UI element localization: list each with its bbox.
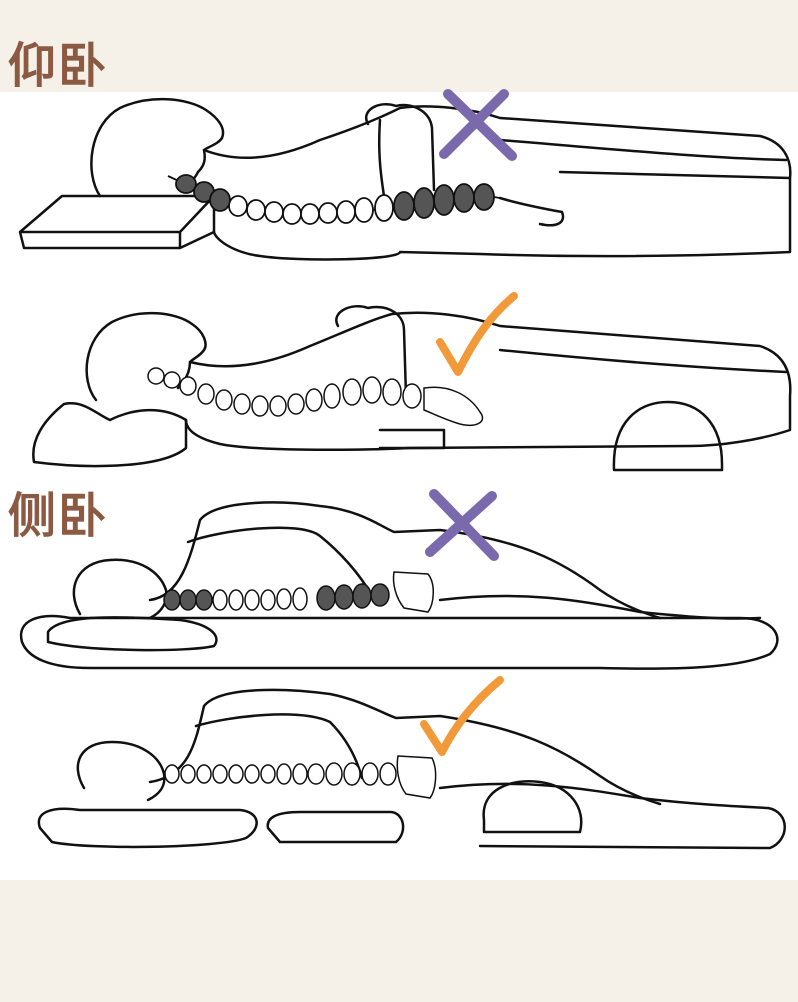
check-icon bbox=[436, 292, 518, 376]
wedge-pillow bbox=[18, 194, 216, 250]
chest-line bbox=[377, 118, 386, 198]
spine-side-correct bbox=[164, 755, 437, 799]
lumbar-roll bbox=[378, 428, 446, 450]
leg-line bbox=[498, 348, 788, 374]
hand-line bbox=[498, 196, 565, 227]
bed-mattress bbox=[19, 614, 779, 670]
section-title-side: 侧卧 bbox=[8, 488, 109, 544]
head-outline bbox=[72, 558, 168, 620]
head-outline bbox=[90, 97, 225, 198]
panel-supine-wrong bbox=[18, 97, 792, 261]
arm-line bbox=[365, 103, 436, 192]
bed-mattress bbox=[37, 807, 258, 849]
panel-supine-correct bbox=[32, 305, 792, 472]
arm-line bbox=[194, 713, 364, 780]
bottom-band bbox=[0, 880, 798, 1002]
check-icon bbox=[420, 676, 504, 756]
body-outline bbox=[148, 501, 662, 620]
body-outline bbox=[202, 105, 792, 261]
knee-roll bbox=[612, 400, 724, 472]
cross-icon bbox=[439, 89, 517, 161]
panel-side-wrong bbox=[19, 501, 779, 670]
spine-side-wrong bbox=[163, 571, 434, 613]
support-pillow bbox=[266, 810, 405, 844]
body-outline bbox=[148, 688, 662, 806]
illustration-area bbox=[0, 92, 798, 880]
section-title-supine: 仰卧 bbox=[8, 38, 109, 94]
contour-pillow bbox=[32, 402, 188, 468]
spine-supine-correct bbox=[147, 367, 484, 426]
body-outline bbox=[184, 311, 792, 452]
leg-line bbox=[438, 594, 762, 620]
spine-supine-wrong bbox=[167, 174, 501, 225]
panel-side-correct bbox=[37, 688, 786, 850]
arm-line bbox=[335, 305, 408, 398]
top-band bbox=[0, 0, 798, 92]
pillow bbox=[46, 616, 218, 652]
cross-icon bbox=[425, 489, 499, 561]
arm-line bbox=[186, 526, 374, 598]
leg-line bbox=[498, 138, 792, 180]
waist-support bbox=[482, 780, 583, 834]
leg-line bbox=[438, 782, 786, 850]
head-outline bbox=[76, 740, 166, 802]
